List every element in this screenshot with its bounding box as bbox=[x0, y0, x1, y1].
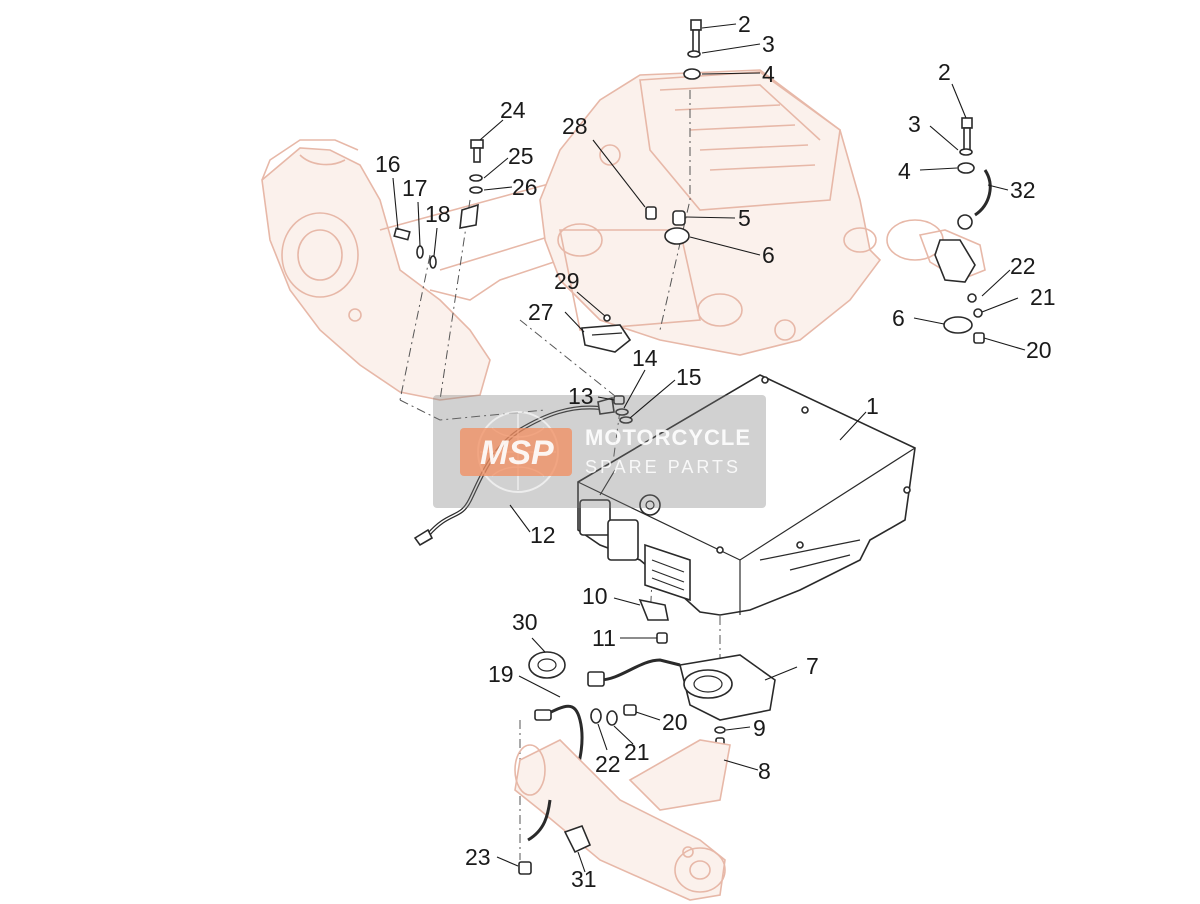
callout-6: 6 bbox=[892, 305, 905, 331]
callout-5: 5 bbox=[738, 205, 751, 231]
callout-22: 22 bbox=[595, 751, 621, 777]
watermark: MSP MOTORCYCLE SPARE PARTS bbox=[433, 395, 766, 508]
callout-18: 18 bbox=[425, 201, 451, 227]
control-unit bbox=[577, 374, 916, 616]
callout-12: 12 bbox=[530, 522, 556, 548]
callout-30: 30 bbox=[512, 609, 538, 635]
callout-26: 26 bbox=[512, 174, 538, 200]
callout-11: 11 bbox=[592, 625, 616, 651]
sensor-7 bbox=[587, 654, 776, 721]
callout-4: 4 bbox=[762, 61, 775, 87]
callout-13: 13 bbox=[568, 383, 594, 409]
callout-23: 23 bbox=[465, 844, 491, 870]
lower-hardware bbox=[518, 799, 592, 875]
callout-4: 4 bbox=[898, 158, 911, 184]
callout-21: 21 bbox=[624, 739, 650, 765]
callout-19: 19 bbox=[488, 661, 514, 687]
callout-3: 3 bbox=[762, 31, 775, 57]
callout-7: 7 bbox=[806, 653, 819, 679]
callout-2: 2 bbox=[938, 59, 951, 85]
callout-2: 2 bbox=[738, 11, 751, 37]
callout-20: 20 bbox=[662, 709, 688, 735]
callout-21: 21 bbox=[1030, 284, 1056, 310]
callout-9: 9 bbox=[753, 715, 766, 741]
callout-32: 32 bbox=[1010, 177, 1036, 203]
callout-24: 24 bbox=[500, 97, 526, 123]
frame-ghost-outline bbox=[261, 69, 986, 401]
leader-lines bbox=[392, 23, 1026, 873]
callout-10: 10 bbox=[582, 583, 608, 609]
callout-25: 25 bbox=[508, 143, 534, 169]
callout-1: 1 bbox=[866, 393, 879, 419]
callout-17: 17 bbox=[402, 175, 428, 201]
watermark-line2: SPARE PARTS bbox=[585, 457, 741, 477]
callout-16: 16 bbox=[375, 151, 401, 177]
callout-29: 29 bbox=[554, 268, 580, 294]
callout-27: 27 bbox=[528, 299, 554, 325]
callout-22: 22 bbox=[1010, 253, 1036, 279]
callout-28: 28 bbox=[562, 113, 588, 139]
callout-3: 3 bbox=[908, 111, 921, 137]
callout-20: 20 bbox=[1026, 337, 1052, 363]
callout-labels: 2 3 4 2 3 4 32 24 25 26 28 5 6 16 17 18 … bbox=[375, 11, 1056, 892]
watermark-line1: MOTORCYCLE bbox=[585, 425, 751, 450]
callout-8: 8 bbox=[758, 758, 771, 784]
callout-6: 6 bbox=[762, 242, 775, 268]
swingarm-ghost bbox=[514, 739, 731, 901]
callout-15: 15 bbox=[676, 364, 702, 390]
callout-14: 14 bbox=[632, 345, 658, 371]
callout-31: 31 bbox=[571, 866, 597, 892]
watermark-logo: MSP bbox=[480, 434, 554, 472]
